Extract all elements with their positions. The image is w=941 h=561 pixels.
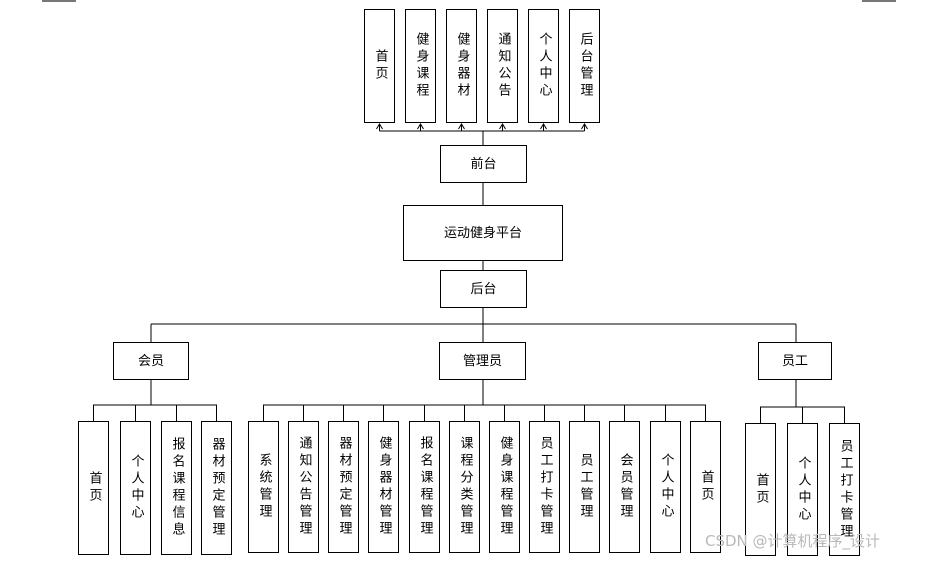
edge-artifact xyxy=(42,0,76,2)
watermark: CSDN @计算机程序_设计 xyxy=(705,532,881,550)
admin-child-members: 会员管理 xyxy=(609,421,640,553)
top-arrowhead xyxy=(417,123,424,130)
staff-child-home: 首页 xyxy=(745,423,776,556)
top-node-personal-center: 个人中心 xyxy=(528,9,559,123)
admin-child-home: 首页 xyxy=(690,421,721,553)
platform-root-node: 运动健身平台 xyxy=(403,205,563,261)
admin-child-staff-attendance: 员工打卡管理 xyxy=(529,421,560,553)
role-administrator: 管理员 xyxy=(439,342,526,380)
member-child-home: 首页 xyxy=(78,421,109,555)
admin-child-staff: 员工管理 xyxy=(569,421,600,553)
admin-child-courses: 健身课程管理 xyxy=(489,421,520,553)
top-arrowhead xyxy=(376,123,383,130)
member-child-course-registration: 报名课程信息 xyxy=(161,421,192,555)
member-child-personal-center: 个人中心 xyxy=(120,421,151,555)
edge-artifact xyxy=(862,0,896,2)
top-arrowhead xyxy=(581,123,588,130)
top-arrowhead xyxy=(540,123,547,130)
admin-child-equipment: 健身器材管理 xyxy=(368,421,399,553)
top-node-fitness-equipment: 健身器材 xyxy=(446,9,477,123)
role-staff: 员工 xyxy=(758,342,832,380)
top-node-admin-backend: 后台管理 xyxy=(569,9,600,123)
frontend-node: 前台 xyxy=(440,145,527,183)
top-arrowhead xyxy=(499,123,506,130)
admin-child-announcements: 通知公告管理 xyxy=(288,421,319,553)
admin-child-personal-center: 个人中心 xyxy=(650,421,681,553)
admin-child-equipment-booking: 器材预定管理 xyxy=(328,421,359,553)
staff-child-personal-center: 个人中心 xyxy=(787,423,818,556)
top-node-home: 首页 xyxy=(364,9,395,123)
backend-node: 后台 xyxy=(440,270,527,308)
member-child-equipment-booking: 器材预定管理 xyxy=(201,421,232,555)
top-node-announcements: 通知公告 xyxy=(487,9,518,123)
admin-child-course-category: 课程分类管理 xyxy=(449,421,480,553)
admin-child-system: 系统管理 xyxy=(248,421,279,553)
top-node-fitness-courses: 健身课程 xyxy=(405,9,436,123)
admin-child-course-registration: 报名课程管理 xyxy=(409,421,440,553)
top-arrowhead xyxy=(458,123,465,130)
role-member: 会员 xyxy=(113,342,189,380)
staff-child-attendance: 员工打卡管理 xyxy=(829,423,860,556)
